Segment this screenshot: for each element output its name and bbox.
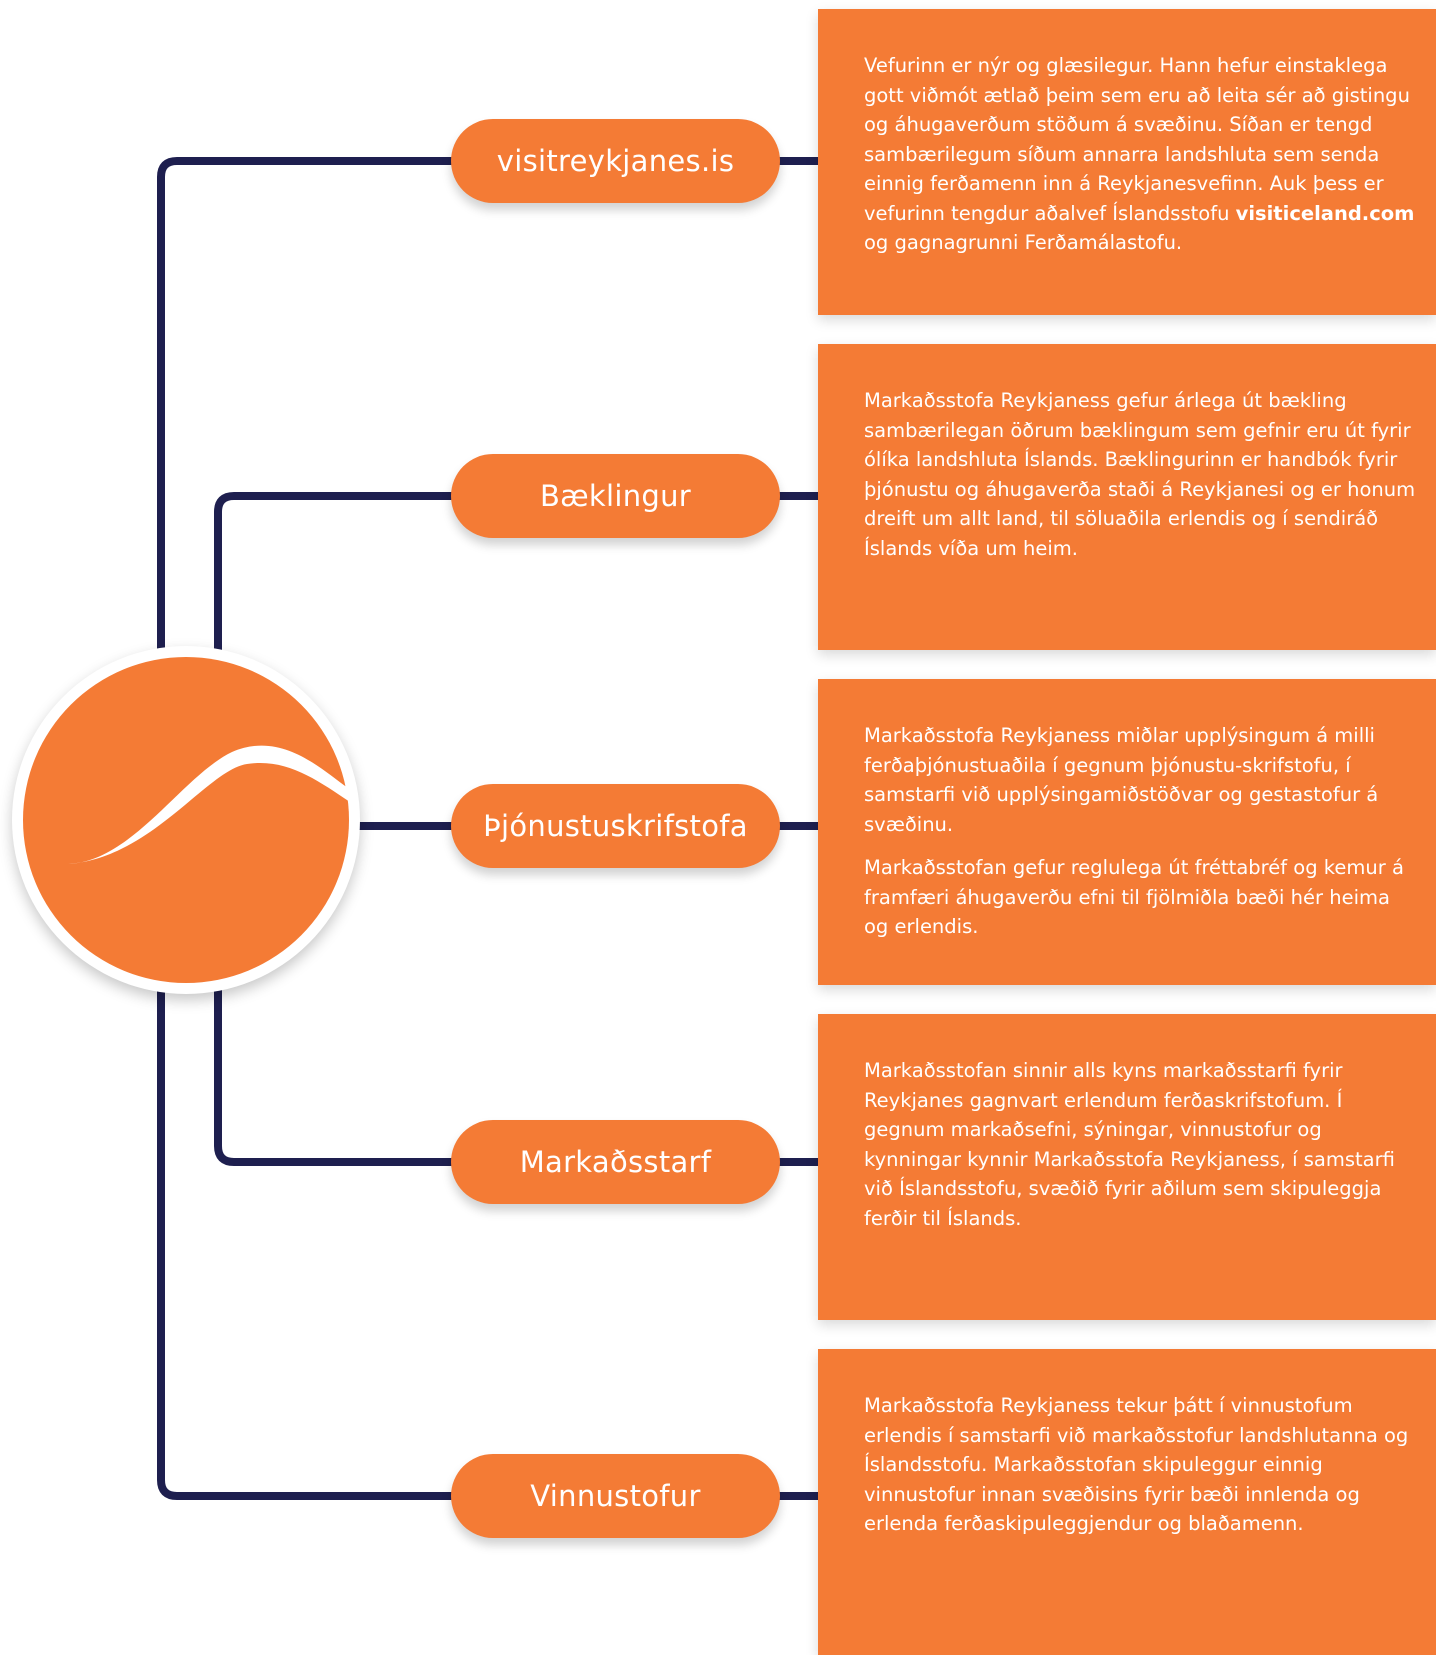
pill-label: Þjónustuskrifstofa — [483, 809, 748, 843]
connector-baeklingur — [214, 492, 470, 655]
card-visitreykjanes: Vefurinn er nýr og glæsilegur. Hann hefu… — [818, 9, 1436, 315]
pill-vinnustofur: Vinnustofur — [451, 1454, 780, 1538]
logo-hub — [12, 646, 360, 994]
connector-visitreykjanes — [157, 157, 470, 660]
pill-label: Bæklingur — [539, 479, 692, 513]
connector-markadsstarf — [214, 985, 470, 1166]
pill-label: Vinnustofur — [530, 1479, 701, 1513]
pill-visitreykjanes: visitreykjanes.is — [451, 119, 780, 203]
card-markadsstarf: Markaðsstofan sinnir alls kyns markaðsst… — [818, 1014, 1436, 1320]
card-paragraph: Markaðsstofa Reykjaness gefur árlega út … — [864, 389, 1416, 560]
card-paragraph: Markaðsstofa Reykjaness tekur þátt í vin… — [864, 1394, 1409, 1535]
card-baeklingur: Markaðsstofa Reykjaness gefur árlega út … — [818, 344, 1436, 650]
card-paragraph: Markaðsstofan sinnir alls kyns markaðsst… — [864, 1059, 1395, 1230]
pill-thjonustuskrifstofa: Þjónustuskrifstofa — [451, 784, 780, 868]
pill-label: Markaðsstarf — [519, 1145, 712, 1179]
pill-markadsstarf: Markaðsstarf — [451, 1120, 780, 1204]
card-vinnustofur: Markaðsstofa Reykjaness tekur þátt í vin… — [818, 1349, 1436, 1655]
card-paragraph: Markaðsstofa Reykjaness miðlar upplýsing… — [864, 724, 1379, 836]
card-thjonustuskrifstofa: Markaðsstofa Reykjaness miðlar upplýsing… — [818, 679, 1436, 985]
connector-vinnustofur — [157, 990, 470, 1500]
pill-label: visitreykjanes.is — [496, 144, 735, 178]
visiticeland-link[interactable]: visiticeland.com — [1235, 201, 1415, 225]
pill-baeklingur: Bæklingur — [451, 454, 780, 538]
wave-logo-icon — [23, 657, 350, 983]
card-paragraph: Markaðsstofan gefur reglulega út fréttab… — [864, 856, 1404, 938]
card-paragraph: Vefurinn er nýr og glæsilegur. Hann hefu… — [864, 54, 1415, 254]
